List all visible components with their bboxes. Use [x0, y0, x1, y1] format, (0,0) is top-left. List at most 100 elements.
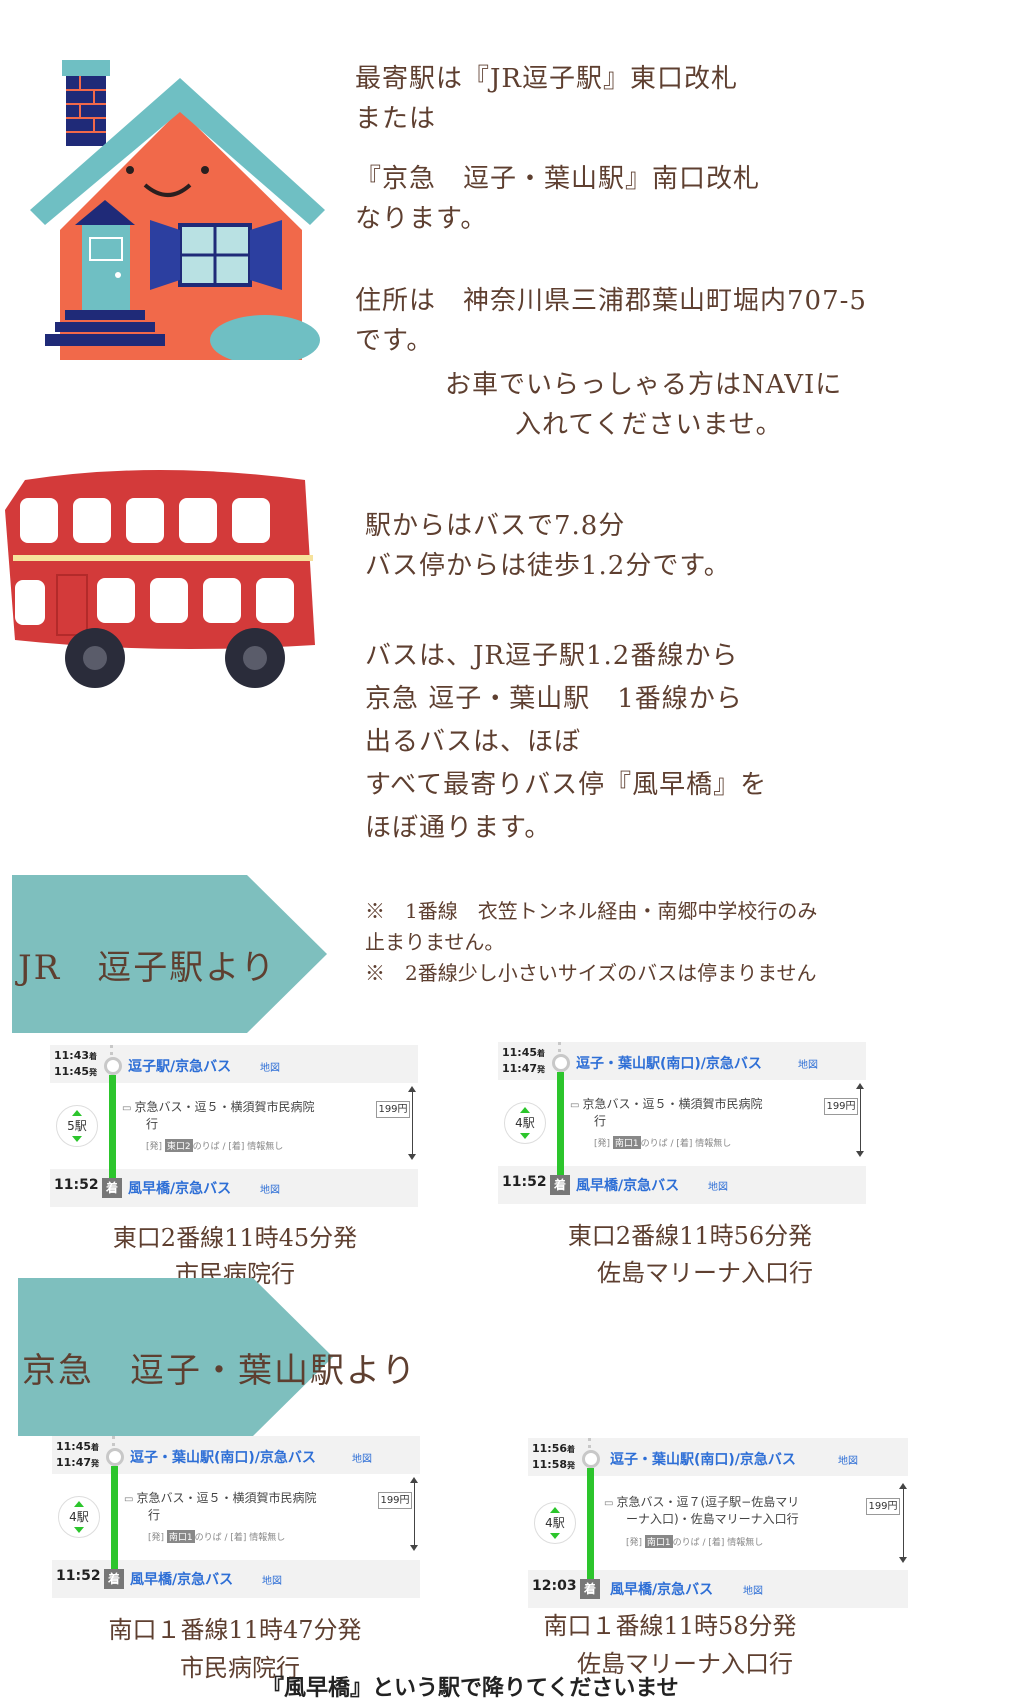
- keikyu-banner-shape: [18, 1278, 333, 1436]
- destination-station-link[interactable]: 風早橋/京急バス: [610, 1582, 714, 1598]
- duration-arrow: [410, 1477, 418, 1551]
- bus-route: ▭京急バス・逗５・横須賀市民病院: [122, 1099, 314, 1117]
- destination-map-link[interactable]: 地図: [262, 1576, 282, 1587]
- note-line-1: ※ 1番線 衣笠トンネル経由・南郷中学校行のみ: [365, 899, 818, 923]
- destination-station-link[interactable]: 風早橋/京急バス: [130, 1572, 234, 1588]
- fare-box: 199円: [376, 1101, 410, 1118]
- origin-marker: [104, 1057, 122, 1075]
- destination-station-link[interactable]: 風早橋/京急バス: [128, 1181, 232, 1197]
- destination-map-link[interactable]: 地図: [260, 1185, 280, 1196]
- bus-icon: ▭: [122, 1103, 132, 1114]
- keikyu-banner-text: 京急 逗子・葉山駅より: [22, 1351, 418, 1391]
- origin-station-link[interactable]: 逗子・葉山駅(南口)/京急バス: [610, 1452, 796, 1468]
- bus-icon: ▭: [124, 1494, 134, 1505]
- bus-route: ▭京急バス・逗７(逗子駅−佐島マリ: [604, 1494, 799, 1512]
- intro-line-2: または: [355, 104, 437, 134]
- origin-station-link[interactable]: 逗子・葉山駅(南口)/京急バス: [576, 1056, 762, 1072]
- note-line-2: 止まりません。: [365, 930, 505, 954]
- origin-marker: [106, 1448, 124, 1466]
- jr-banner-text: JR 逗子駅より: [18, 948, 277, 988]
- bus-info-line-4: 京急 逗子・葉山駅 1番線から: [365, 684, 743, 714]
- bus-route: ▭京急バス・逗５・横須賀市民病院: [570, 1096, 762, 1114]
- destination-map-link[interactable]: 地図: [708, 1182, 728, 1193]
- duration-arrow: [856, 1083, 864, 1157]
- navi-line-2: 入れてくださいませ。: [515, 410, 783, 440]
- intro-line-6: です。: [355, 326, 434, 356]
- caption-4-line-2: 佐島マリーナ入口行: [577, 1650, 793, 1678]
- route-line: [557, 1072, 564, 1176]
- bus-route-cont: 行: [146, 1117, 159, 1131]
- duration-arrow: [408, 1086, 416, 1160]
- destination-station-link[interactable]: 風早橋/京急バス: [576, 1178, 680, 1194]
- bus-info-line-1: 駅からはバスで7.8分: [365, 511, 626, 541]
- chevron-down-icon: [74, 1527, 84, 1533]
- caption-2-line-1: 東口2番線11時56分発: [567, 1222, 813, 1250]
- route-line: [111, 1466, 118, 1570]
- chevron-down-icon: [550, 1533, 560, 1539]
- origin-station-link[interactable]: 逗子駅/京急バス: [128, 1059, 232, 1075]
- bus-route-cont: 行: [594, 1114, 607, 1128]
- bus-icon: ▭: [570, 1100, 580, 1111]
- caption-1-line-1: 東口2番線11時45分発: [112, 1224, 358, 1252]
- arrival-time: 12:03: [532, 1578, 577, 1594]
- bus-route-cont: 行: [148, 1508, 161, 1522]
- arrival-mark: 着: [550, 1175, 570, 1195]
- origin-station-link[interactable]: 逗子・葉山駅(南口)/京急バス: [130, 1450, 316, 1466]
- stop-count: 4駅: [58, 1496, 100, 1538]
- stop-count: 5駅: [56, 1105, 98, 1147]
- origin-map-link[interactable]: 地図: [838, 1456, 858, 1467]
- caption-3-line-1: 南口１番線11時47分発: [108, 1616, 362, 1644]
- stop-count: 4駅: [504, 1102, 546, 1144]
- fare-box: 199円: [866, 1498, 900, 1515]
- caption-4-line-1: 南口１番線11時58分発: [543, 1612, 797, 1640]
- bus-info-line-2: バス停からは徒歩1.2分です。: [365, 551, 731, 581]
- chevron-down-icon: [520, 1133, 530, 1139]
- arrival-mark: 着: [580, 1579, 600, 1599]
- house-illustration: [30, 60, 325, 360]
- destination-map-link[interactable]: 地図: [743, 1586, 763, 1597]
- bus-info-line-3: バスは、JR逗子駅1.2番線から: [365, 641, 739, 671]
- chevron-up-icon: [74, 1501, 84, 1507]
- chevron-up-icon: [520, 1107, 530, 1113]
- chevron-up-icon: [72, 1110, 82, 1116]
- jr-banner-shape: [12, 875, 327, 1033]
- arrival-time: 11:52: [54, 1177, 99, 1193]
- footer-instruction: 『風早橋』という駅で降りてくださいませ: [262, 1676, 679, 1701]
- fare-box: 199円: [378, 1492, 412, 1509]
- bus-icon: ▭: [604, 1498, 614, 1509]
- address-line: 住所は 神奈川県三浦郡葉山町堀内707-5: [355, 286, 867, 316]
- origin-map-link[interactable]: 地図: [352, 1454, 372, 1465]
- origin-marker: [582, 1450, 600, 1468]
- arrival-time: 11:52: [56, 1568, 101, 1584]
- bus-route: ▭京急バス・逗５・横須賀市民病院: [124, 1490, 316, 1508]
- navi-line-1: お車でいらっしゃる方はNAVIに: [445, 370, 843, 400]
- intro-line-4: なります。: [355, 204, 488, 234]
- stop-count: 4駅: [534, 1502, 576, 1544]
- chevron-up-icon: [550, 1507, 560, 1513]
- arrival-mark: 着: [102, 1178, 122, 1198]
- caption-2-line-2: 佐島マリーナ入口行: [597, 1259, 813, 1287]
- note-line-3: ※ 2番線少し小さいサイズのバスは停まりません: [365, 961, 817, 985]
- bus-info-line-6: すべて最寄りバス停『風早橋』を: [365, 770, 768, 800]
- caption-3-line-2: 市民病院行: [180, 1654, 300, 1682]
- duration-arrow: [899, 1483, 907, 1563]
- chevron-down-icon: [72, 1136, 82, 1142]
- origin-map-link[interactable]: 地図: [260, 1063, 280, 1074]
- intro-line-3: 『京急 逗子・葉山駅』南口改札: [355, 164, 761, 194]
- route-line: [587, 1468, 594, 1580]
- bus-illustration: [5, 470, 315, 688]
- arrival-mark: 着: [104, 1569, 124, 1589]
- origin-map-link[interactable]: 地図: [798, 1060, 818, 1071]
- bus-info-line-5: 出るバスは、ほぼ: [365, 727, 582, 757]
